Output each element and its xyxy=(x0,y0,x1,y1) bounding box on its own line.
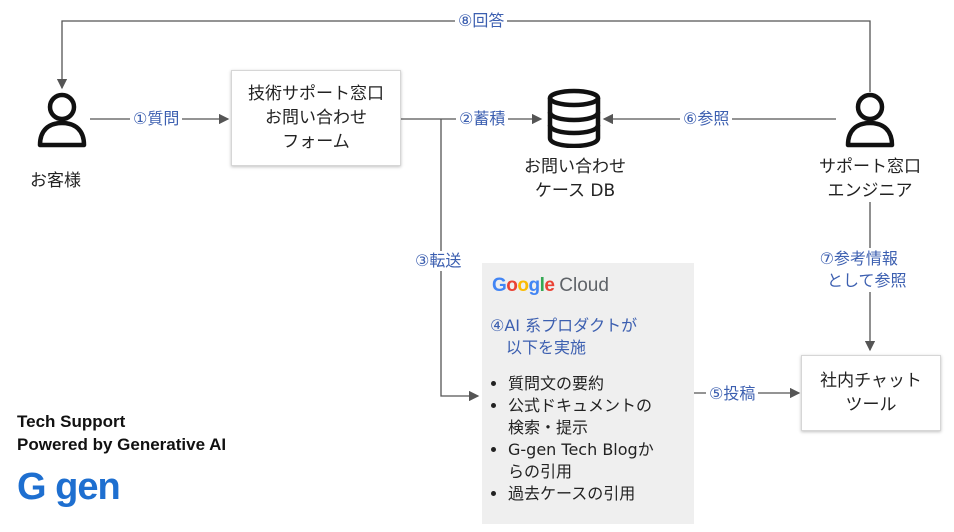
google-cloud-logo: Google Cloud xyxy=(492,275,609,297)
inquiry-form-box: 技術サポート窓口 お問い合わせ フォーム xyxy=(231,70,401,166)
tech-support-branding: Tech Support Powered by Generative AI xyxy=(17,410,226,456)
as-reference-label: ⑦参考情報 として参照 xyxy=(808,248,910,292)
database-label-line1: お問い合わせ xyxy=(524,157,626,177)
database-icon xyxy=(547,88,601,148)
google-cloud-panel: Google Cloud ④AI 系プロダクトが 以下を実施 質問文の要約 公式… xyxy=(482,263,694,524)
form-line1: 技術サポート窓口 xyxy=(248,84,384,104)
ai-task-list: 質問文の要約 公式ドキュメントの検索・提示 G-gen Tech Blogからの… xyxy=(490,373,658,505)
answer-label: ⑧回答 xyxy=(455,11,508,31)
form-line2: お問い合わせ xyxy=(265,108,367,128)
answer-arrow xyxy=(56,20,871,92)
ai-description: ④AI 系プロダクトが 以下を実施 xyxy=(490,315,637,359)
reference-label: ⑥参照 xyxy=(680,109,733,129)
chat-tool-line1: 社内チャット xyxy=(820,371,922,391)
database-label: お問い合わせ ケース DB xyxy=(505,155,645,203)
g-gen-logo: G gen xyxy=(17,466,121,509)
post-label: ⑤投稿 xyxy=(706,384,759,404)
customer-person-icon xyxy=(37,92,87,148)
ai-description-line1: ④AI 系プロダクトが xyxy=(490,316,638,335)
forward-label: ③転送 xyxy=(412,251,465,271)
store-label: ②蓄積 xyxy=(456,109,509,129)
forward-arrow xyxy=(440,119,480,402)
ai-task-item: 公式ドキュメントの検索・提示 xyxy=(508,395,658,439)
as-reference-line2: として参照 xyxy=(827,271,907,290)
chat-tool-box: 社内チャット ツール xyxy=(801,355,941,431)
question-label: ①質問 xyxy=(130,109,183,129)
ai-description-line2: 以下を実施 xyxy=(506,338,587,357)
engineer-person-icon xyxy=(845,92,895,148)
engineer-label-line1: サポート窓口 xyxy=(819,157,921,177)
google-word: Google xyxy=(492,275,555,296)
engineer-label-line2: エンジニア xyxy=(827,181,913,201)
cloud-word: Cloud xyxy=(559,275,609,296)
g-gen-logo-text: G gen xyxy=(17,466,121,508)
database-label-line2: ケース DB xyxy=(534,181,616,201)
branding-line2: Powered by Generative AI xyxy=(17,435,227,454)
form-line3: フォーム xyxy=(282,132,350,152)
ai-task-item: G-gen Tech Blogからの引用 xyxy=(508,439,658,483)
branding-line1: Tech Support xyxy=(17,412,126,431)
customer-label: お客様 xyxy=(30,171,81,191)
engineer-label: サポート窓口 エンジニア xyxy=(800,155,940,203)
ai-task-item: 質問文の要約 xyxy=(508,373,658,395)
ai-task-item: 過去ケースの引用 xyxy=(508,483,658,505)
chat-tool-line2: ツール xyxy=(845,395,897,415)
as-reference-line1: ⑦参考情報 xyxy=(819,249,898,268)
